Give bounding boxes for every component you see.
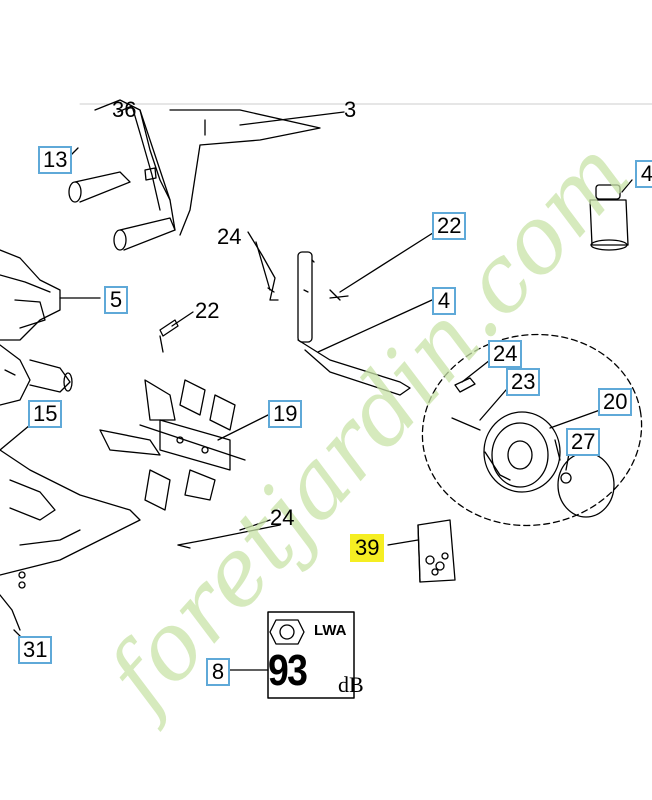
label-part-22-right: 22 <box>432 212 467 240</box>
pin-22 <box>159 319 179 353</box>
tine-shield <box>0 449 141 631</box>
label-part-5: 5 <box>104 286 128 314</box>
label-part-8: 8 <box>206 658 230 686</box>
decal-value: 93 <box>268 646 308 695</box>
label-part-23: 23 <box>506 368 541 396</box>
label-part-19: 19 <box>268 400 303 428</box>
label-part-20: 20 <box>598 388 633 416</box>
label-part-4-top: 4 <box>635 160 652 188</box>
decal-unit: dB <box>338 672 364 697</box>
label-part-13: 13 <box>38 146 73 174</box>
label-part-3: 3 <box>344 97 357 122</box>
label-part-24-lower: 24 <box>270 505 295 530</box>
label-part-4: 4 <box>432 287 456 315</box>
hardware-bag <box>417 519 456 583</box>
label-part-22-left: 22 <box>195 298 220 323</box>
label-part-27: 27 <box>566 428 601 456</box>
handlebar-frame <box>68 99 321 251</box>
label-part-24-wheel: 24 <box>488 340 523 368</box>
transport-wheel <box>483 411 561 493</box>
decal-unit-label: LWA <box>314 622 347 639</box>
label-part-36: 36 <box>112 97 137 122</box>
label-part-15: 15 <box>28 400 63 428</box>
label-part-31: 31 <box>18 636 53 664</box>
label-part-24-upper: 24 <box>217 224 242 249</box>
depth-bar <box>297 251 411 396</box>
tine-assembly <box>99 379 246 511</box>
oil-bottle <box>589 184 629 251</box>
label-part-39: 39 <box>350 534 385 562</box>
engine-assembly <box>0 249 73 406</box>
